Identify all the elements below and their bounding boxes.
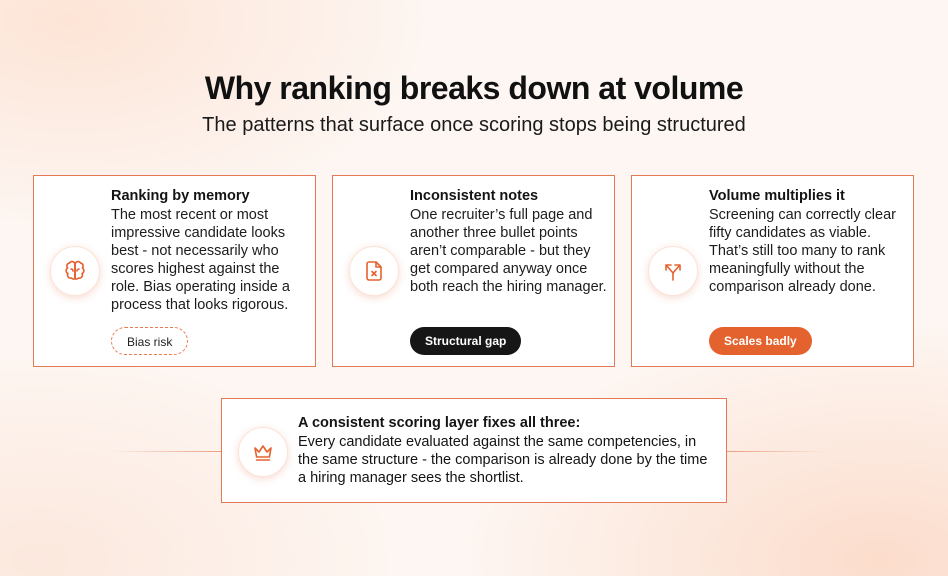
page-subtitle: The patterns that surface once scoring s…	[202, 114, 746, 136]
summary-title: A consistent scoring layer fixes all thr…	[298, 415, 581, 431]
crown-icon	[238, 427, 288, 477]
card-body: Screening can correctly clear fifty cand…	[709, 207, 896, 295]
tag-scales-badly: Scales badly	[709, 327, 812, 355]
page-title: Why ranking breaks down at volume	[204, 70, 744, 106]
document-x-icon	[349, 246, 399, 296]
card-body: The most recent or most impressive candi…	[111, 207, 290, 313]
connector-line-right	[727, 451, 827, 452]
connector-line-left	[110, 451, 221, 452]
tag-bias-risk: Bias risk	[111, 327, 189, 355]
card-title: Volume multiplies it	[709, 188, 845, 204]
summary-card: A consistent scoring layer fixes all thr…	[221, 398, 727, 503]
card-ranking-by-memory: Ranking by memory The most recent or mos…	[33, 175, 316, 367]
card-title: Ranking by memory	[111, 188, 250, 204]
brain-icon	[50, 246, 100, 296]
card-body: One recruiter’s full page and another th…	[410, 207, 607, 295]
card-inconsistent-notes: Inconsistent notes One recruiter’s full …	[332, 175, 615, 367]
summary-body: Every candidate evaluated against the sa…	[298, 434, 708, 486]
card-volume-multiplies-it: Volume multiplies it Screening can corre…	[631, 175, 914, 367]
card-title: Inconsistent notes	[410, 188, 539, 204]
split-arrows-icon	[648, 246, 698, 296]
tag-structural-gap: Structural gap	[410, 327, 522, 355]
